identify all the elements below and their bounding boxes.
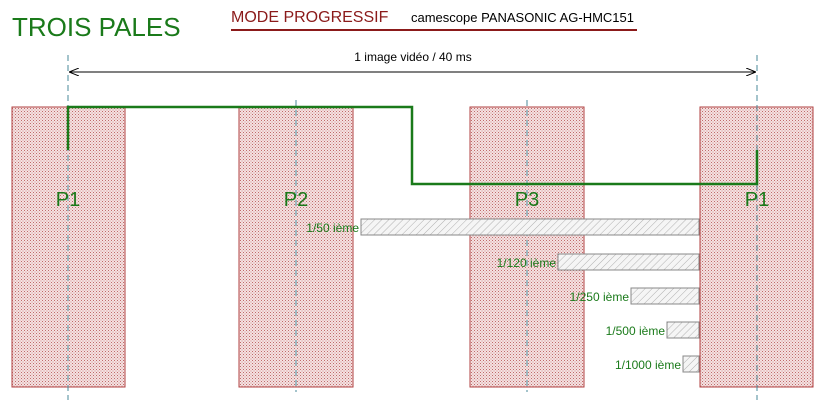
shutter-bar-1-500 bbox=[666, 321, 700, 339]
camera-label: camescope PANASONIC AG-HMC151 bbox=[411, 10, 634, 25]
timeline-label: 1 image vidéo / 40 ms bbox=[354, 50, 471, 64]
shutter-bar-1-120 bbox=[557, 253, 700, 271]
shutter-bar-1-50 bbox=[360, 218, 700, 236]
shutter-label-1-120: 1/120 ième bbox=[497, 256, 557, 270]
shutter-label-1-1000: 1/1000 ième bbox=[615, 358, 681, 372]
blade-label-p1-left: P1 bbox=[56, 189, 80, 211]
blade-label-p3: P3 bbox=[515, 189, 539, 211]
shutter-label-1-50: 1/50 ième bbox=[306, 221, 359, 235]
blade-label-p1-right: P1 bbox=[745, 189, 769, 211]
shutter-label-1-250: 1/250 ième bbox=[570, 290, 630, 304]
shutter-bar-1-1000 bbox=[682, 355, 700, 373]
shutter-bar-1-250 bbox=[630, 287, 700, 305]
shutter-label-1-500: 1/500 ième bbox=[606, 324, 666, 338]
blade-label-p2: P2 bbox=[284, 189, 308, 211]
mode-label: MODE PROGRESSIF bbox=[231, 9, 389, 26]
diagram-title: TROIS PALES bbox=[12, 12, 181, 42]
timing-signal-line bbox=[66, 105, 759, 186]
